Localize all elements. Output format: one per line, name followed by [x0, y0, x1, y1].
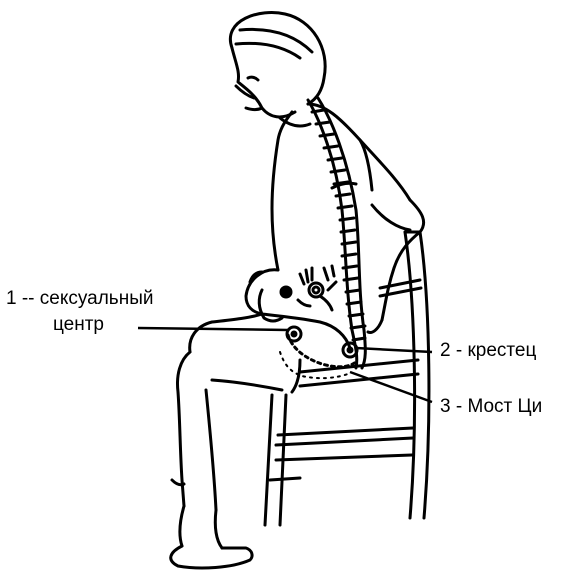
label-sexual-center-line2: центр — [53, 314, 104, 336]
leader-line-2 — [356, 348, 432, 352]
lap-and-legs — [171, 270, 350, 568]
label-sacrum: 2 - крестец — [440, 340, 536, 362]
lower-dotted-line — [280, 352, 348, 378]
energy-symbols — [281, 266, 336, 310]
leader-line-1 — [138, 328, 288, 330]
head — [230, 12, 325, 116]
label-qi-bridge: 3 - Мост Ци — [440, 396, 542, 418]
label-sexual-center-line1: 1 -- сексуальный — [6, 288, 153, 310]
